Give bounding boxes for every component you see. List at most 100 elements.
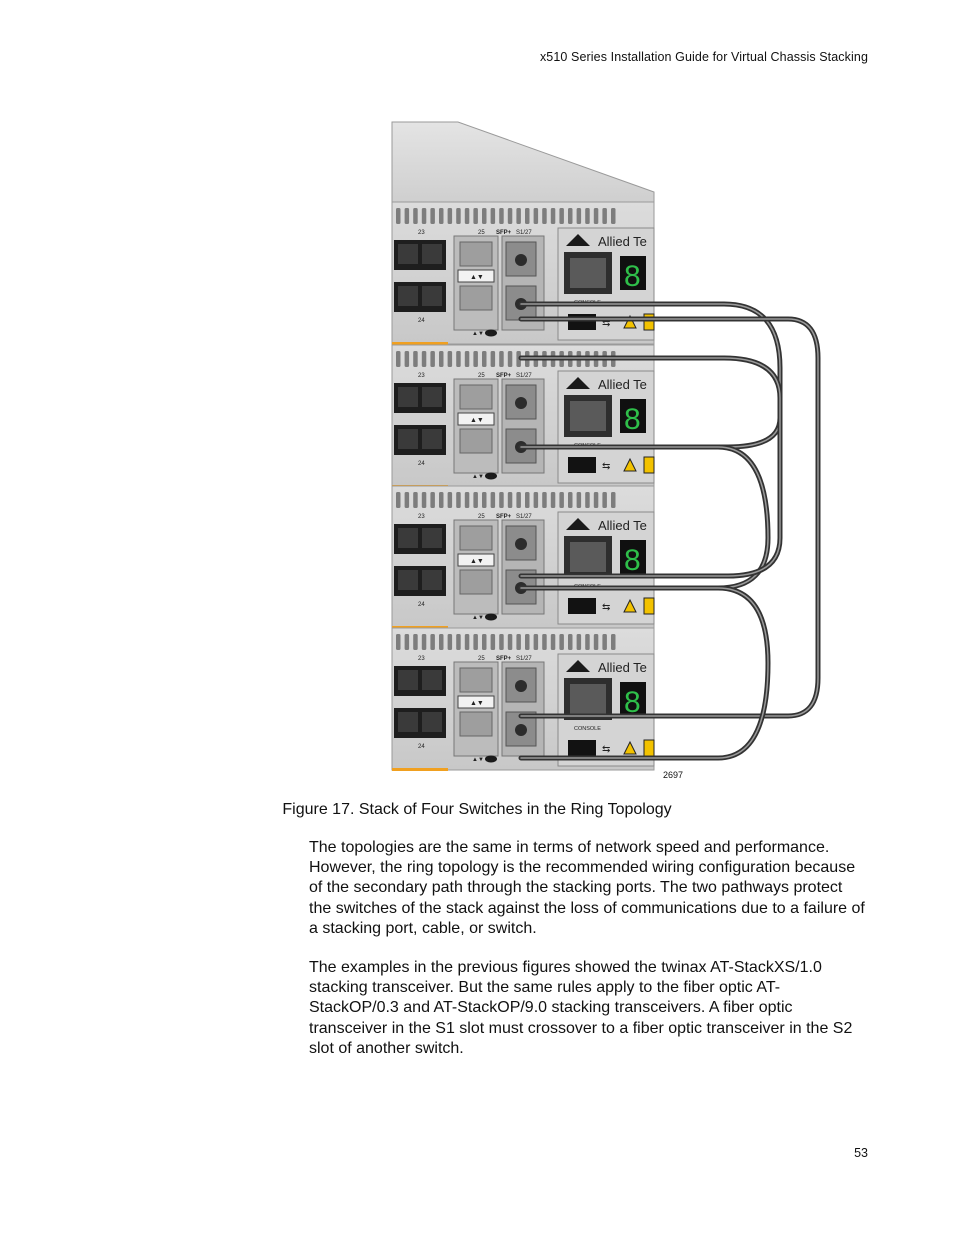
vent-slot <box>430 492 435 508</box>
brand-logo <box>566 377 590 389</box>
vent-slot <box>593 634 599 650</box>
vent-slot <box>550 492 556 508</box>
vent-slot <box>568 634 573 650</box>
vent-slot <box>525 208 530 224</box>
warning-label <box>643 597 655 615</box>
rj45-socket <box>398 670 418 690</box>
vent-slot <box>602 492 607 508</box>
vent-slot <box>490 208 496 224</box>
warning-label <box>643 739 655 757</box>
vent-slot <box>602 634 607 650</box>
lk-label: L/A <box>487 331 493 336</box>
vent-slot <box>456 208 461 224</box>
rj45-socket <box>398 570 418 590</box>
port-label-25: 25 <box>478 373 485 379</box>
paragraph-2: The examples in the previous figures sho… <box>309 959 853 1057</box>
vent-slot <box>516 492 521 508</box>
vent-slot <box>482 634 487 650</box>
rj45-socket <box>422 528 442 548</box>
rj45-socket <box>398 387 418 407</box>
vent-slot <box>602 208 607 224</box>
vent-slot <box>611 634 616 650</box>
sfp-arrows: ▲▼ <box>470 700 484 707</box>
sfp-slot-26 <box>459 428 493 454</box>
vent-slot <box>404 492 410 508</box>
usb-port <box>568 457 596 473</box>
rj45-socket <box>398 286 418 306</box>
vent-slot <box>585 634 590 650</box>
vent-slot <box>585 492 590 508</box>
connector-s1 <box>515 538 527 550</box>
vent-slot <box>404 634 410 650</box>
brand-name: Allied Te <box>598 518 647 533</box>
led-arrows: ▲▼ <box>472 615 484 621</box>
sfp-label: SFP+ <box>496 230 512 236</box>
rj45-socket <box>398 712 418 732</box>
port-label-23: 23 <box>418 514 425 520</box>
vent-slot <box>464 634 470 650</box>
vent-slot <box>559 634 564 650</box>
vent-slot <box>396 351 401 367</box>
sfp-arrows: ▲▼ <box>470 558 484 565</box>
lk-led <box>485 613 497 621</box>
rj45-socket <box>422 670 442 690</box>
sfp-arrows: ▲▼ <box>470 274 484 281</box>
connector-s1 <box>515 397 527 409</box>
vent-slot <box>490 634 496 650</box>
sfp-label: SFP+ <box>496 514 512 520</box>
port-label-24: 24 <box>418 602 425 608</box>
led-arrows: ▲▼ <box>472 331 484 337</box>
vent-slot <box>507 634 513 650</box>
sfp-slot-25 <box>459 384 493 410</box>
connector-s2 <box>515 724 527 736</box>
brand-name: Allied Te <box>598 660 647 675</box>
rj45-socket <box>422 387 442 407</box>
vent-slot <box>430 634 435 650</box>
vent-slot <box>413 351 418 367</box>
vent-slot <box>473 351 478 367</box>
stacking-cable-highlight <box>520 318 819 717</box>
vent-slot <box>464 492 470 508</box>
sfp-slot-25 <box>459 667 493 693</box>
brand-logo <box>566 234 590 246</box>
port-label-23: 23 <box>418 373 425 379</box>
vent-slot <box>585 208 590 224</box>
vent-slot <box>430 208 435 224</box>
sfp-slot-26 <box>459 711 493 737</box>
vent-slot <box>439 208 444 224</box>
port-label-25: 25 <box>478 656 485 662</box>
figure-caption-text: Figure 17. Stack of Four Switches in the… <box>282 801 672 818</box>
sfp-slot-25 <box>459 525 493 551</box>
s1-label: S1/27 <box>516 656 532 662</box>
laser-warning-icon <box>623 457 637 472</box>
sfp-arrow-label <box>457 695 495 709</box>
sfp-arrow-label <box>457 269 495 283</box>
vent-slot <box>490 492 496 508</box>
vent-slot <box>447 492 453 508</box>
sfp-arrows: ▲▼ <box>470 417 484 424</box>
sfp-arrow-label <box>457 553 495 567</box>
figure-id-label: 2697 <box>663 770 684 780</box>
vent-slot <box>421 351 427 367</box>
vent-slot <box>542 634 547 650</box>
vent-slot <box>533 208 539 224</box>
rj45-socket <box>398 244 418 264</box>
seven-seg-display <box>620 540 646 574</box>
lk-label: L/A <box>487 757 493 762</box>
vent-slot <box>525 634 530 650</box>
brand-name: Allied Te <box>598 377 647 392</box>
console-socket <box>570 258 606 288</box>
vent-slot <box>542 208 547 224</box>
sfp-label: SFP+ <box>496 373 512 379</box>
lk-led <box>485 329 497 337</box>
vent-slot <box>550 208 556 224</box>
figure-caption: Figure 17. Stack of Four Switches in the… <box>0 801 954 819</box>
seven-seg-digit: 8 <box>624 544 641 577</box>
lk-label: L/A <box>487 474 493 479</box>
vent-slot <box>473 208 478 224</box>
stacking-cable-highlight <box>520 303 781 448</box>
laser-warning-icon <box>623 598 637 613</box>
seven-seg-display <box>620 256 646 290</box>
